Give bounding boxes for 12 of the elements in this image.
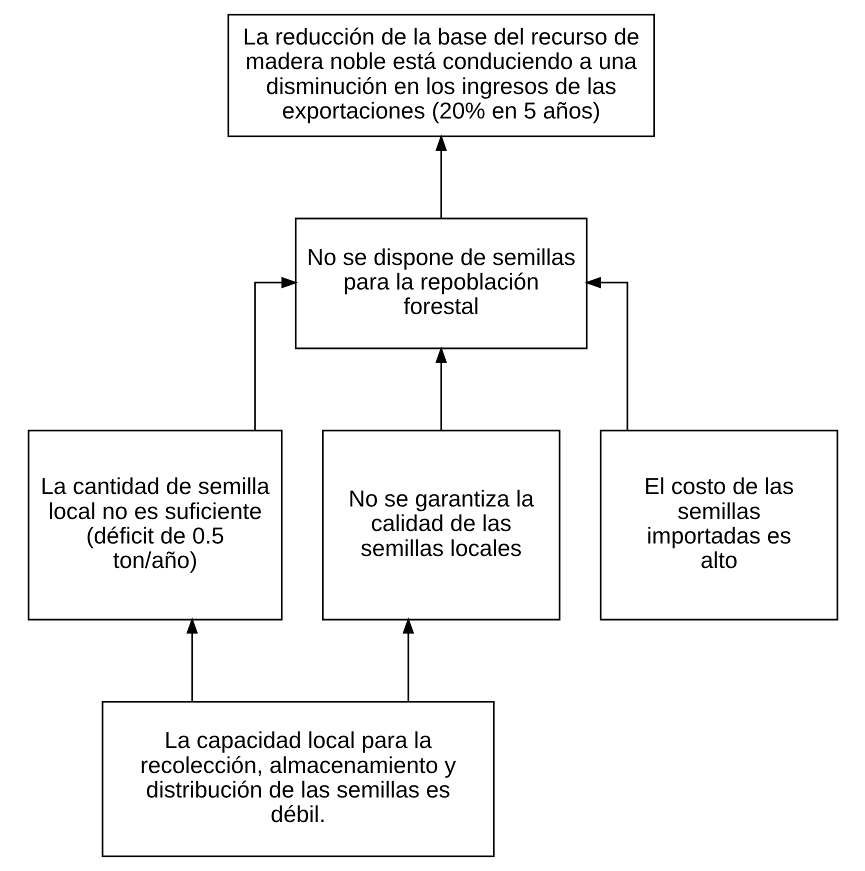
node-box: La cantidad de semilla local no es suficiente (déficit de 0.5 ton/año) [27,430,282,620]
node-box: No se garantiza la calidad de las semillas locales [322,430,560,620]
arrow [186,617,198,702]
arrow [434,134,446,218]
node-box: La capacidad local para la recolección, almacenamiento y distribución de las semillas es débil. [101,701,494,858]
node-box: La reducción de la base del recurso de madera noble está conduciendo a una disminución en los ingresos de las exportaciones (20% en 5 años) [227,14,654,138]
node-box: El costo de las semillas importadas es alto [599,430,838,620]
arrow [584,276,628,430]
arrow [254,276,298,430]
node-box: No se dispone de semillas para la repoblación forestal [294,218,588,350]
arrow [402,617,414,702]
arrow [434,346,446,430]
